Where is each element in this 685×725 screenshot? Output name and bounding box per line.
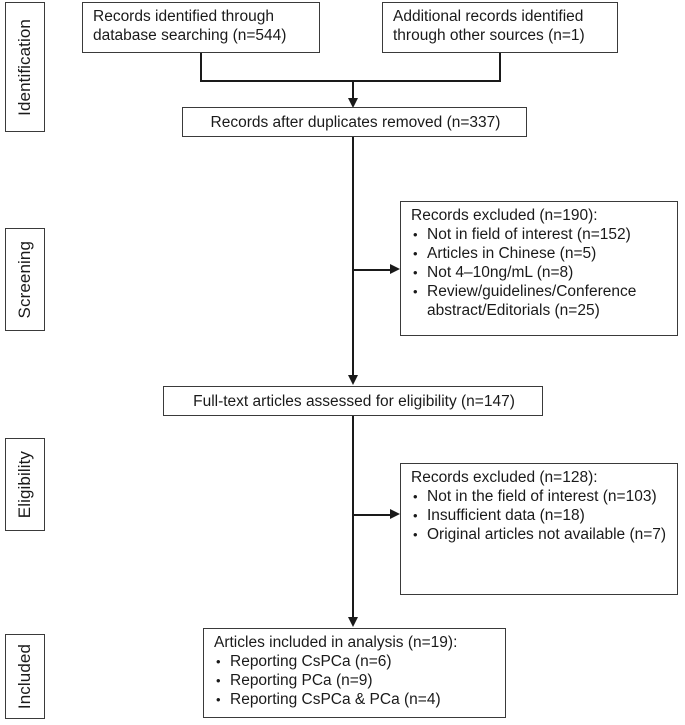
box-database-search: Records identified through database sear… [82,2,320,53]
list-item: Original articles not available (n=7) [411,525,669,544]
box-eligibility-excluded-list: Not in the field of interest (n=103) Ins… [411,487,669,544]
box-screening-excluded-list: Not in field of interest (n=152) Article… [411,225,669,320]
list-item: Not in the field of interest (n=103) [411,487,669,506]
arrowhead-to-included-icon [347,617,358,627]
list-item: Reporting PCa (n=9) [214,671,497,690]
box-fulltext-assessed: Full-text articles assessed for eligibil… [163,386,543,416]
stage-label-included: Included [5,634,45,719]
arrowhead-to-duplicates-icon [347,98,358,108]
box-eligibility-excluded: Records excluded (n=128): Not in the fie… [400,463,678,595]
connector-merge-to-duplicates [352,80,354,100]
connector-to-screening-excluded [352,269,392,271]
box-fulltext-assessed-line1: Full-text articles assessed for eligibil… [193,392,515,410]
stage-label-screening: Screening [5,228,45,331]
list-item: Insufficient data (n=18) [411,506,669,525]
box-included-analysis-list: Reporting CsPCa (n=6) Reporting PCa (n=9… [214,652,497,709]
box-included-analysis-heading: Articles included in analysis (n=19): [214,634,458,651]
list-item: Reporting CsPCa (n=6) [214,652,497,671]
list-item: Reporting CsPCa & PCa (n=4) [214,690,497,709]
list-item: Review/guidelines/Conference abstract/Ed… [411,282,669,320]
box-screening-excluded-heading: Records excluded (n=190): [411,207,598,224]
connector-other-sources-down [499,52,501,81]
box-database-search-line1: Records identified through [93,8,274,25]
box-screening-excluded: Records excluded (n=190): Not in field o… [400,201,678,336]
arrowhead-to-fulltext-icon [347,375,358,385]
stage-label-screening-text: Screening [15,240,34,319]
connector-fulltext-to-included [352,415,354,619]
box-duplicates-removed-line1: Records after duplicates removed (n=337) [210,113,501,131]
stage-label-identification: Identification [5,2,45,132]
stage-label-included-text: Included [15,643,34,710]
box-duplicates-removed: Records after duplicates removed (n=337) [182,107,527,137]
list-item: Not in field of interest (n=152) [411,225,669,244]
box-eligibility-excluded-heading: Records excluded (n=128): [411,469,598,486]
box-included-analysis: Articles included in analysis (n=19): Re… [203,628,506,718]
arrowhead-to-screening-excluded-icon [390,264,400,274]
box-other-sources-line2: through other sources (n=1) [393,27,585,44]
stage-label-eligibility-text: Eligibility [15,450,34,519]
box-other-sources-line1: Additional records identified [393,8,584,25]
stage-label-identification-text: Identification [15,18,34,116]
stage-label-eligibility: Eligibility [5,438,45,531]
connector-to-eligibility-excluded [352,514,392,516]
connector-duplicates-to-fulltext [352,136,354,376]
box-other-sources: Additional records identified through ot… [382,2,618,53]
arrowhead-to-eligibility-excluded-icon [390,509,400,519]
box-database-search-line2: database searching (n=544) [93,27,287,44]
list-item: Not 4–10ng/mL (n=8) [411,263,669,282]
list-item: Articles in Chinese (n=5) [411,244,669,263]
connector-database-search-down [200,52,202,81]
connector-identification-merge [200,80,501,82]
